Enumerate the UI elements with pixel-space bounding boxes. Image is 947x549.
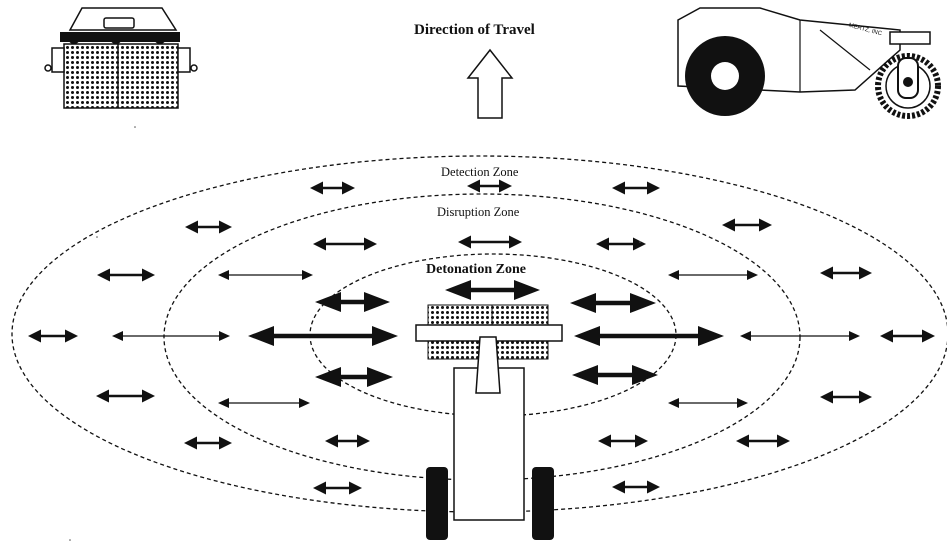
double-arrow-icon	[315, 292, 390, 312]
double-arrow-icon	[572, 365, 658, 385]
double-arrow-icon	[28, 329, 78, 343]
double-arrow-icon	[570, 293, 656, 313]
front-vehicle-icon	[44, 7, 198, 109]
disruption-zone-ring	[163, 193, 801, 481]
double-arrow-icon	[574, 326, 724, 346]
double-arrow-icon	[218, 270, 313, 280]
double-arrow-icon	[218, 398, 310, 408]
top-vehicle-icon	[415, 304, 563, 540]
double-arrow-icon	[668, 398, 748, 408]
double-arrow-icon	[112, 331, 230, 341]
double-arrow-icon	[96, 389, 155, 403]
double-arrow-icon	[612, 480, 660, 494]
double-arrow-icon	[820, 266, 872, 280]
detection-zone-label: Detection Zone	[441, 165, 519, 179]
direction-of-travel-label: Direction of Travel	[414, 22, 535, 38]
travel-arrow-icon	[466, 48, 514, 119]
double-arrow-icon	[820, 390, 872, 404]
force-arrows	[28, 179, 935, 495]
double-arrow-icon	[313, 237, 377, 251]
double-arrow-icon	[445, 280, 540, 300]
double-arrow-icon	[325, 434, 370, 448]
double-arrow-icon	[668, 270, 758, 280]
double-arrow-icon	[315, 367, 393, 387]
side-vehicle-icon	[677, 7, 941, 119]
double-arrow-icon	[185, 220, 232, 234]
double-arrow-icon	[880, 329, 935, 343]
double-arrow-icon	[310, 181, 355, 195]
double-arrow-icon	[598, 434, 648, 448]
disruption-zone-label: Disruption Zone	[437, 205, 520, 219]
double-arrow-icon	[184, 436, 232, 450]
double-arrow-icon	[612, 181, 660, 195]
double-arrow-icon	[740, 331, 860, 341]
double-arrow-icon	[596, 237, 646, 251]
detonation-zone-label: Detonation Zone	[426, 262, 526, 277]
double-arrow-icon	[722, 218, 772, 232]
double-arrow-icon	[736, 434, 790, 448]
double-arrow-icon	[313, 481, 362, 495]
double-arrow-icon	[458, 235, 522, 249]
double-arrow-icon	[97, 268, 155, 282]
double-arrow-icon	[467, 179, 512, 193]
double-arrow-icon	[248, 326, 398, 346]
